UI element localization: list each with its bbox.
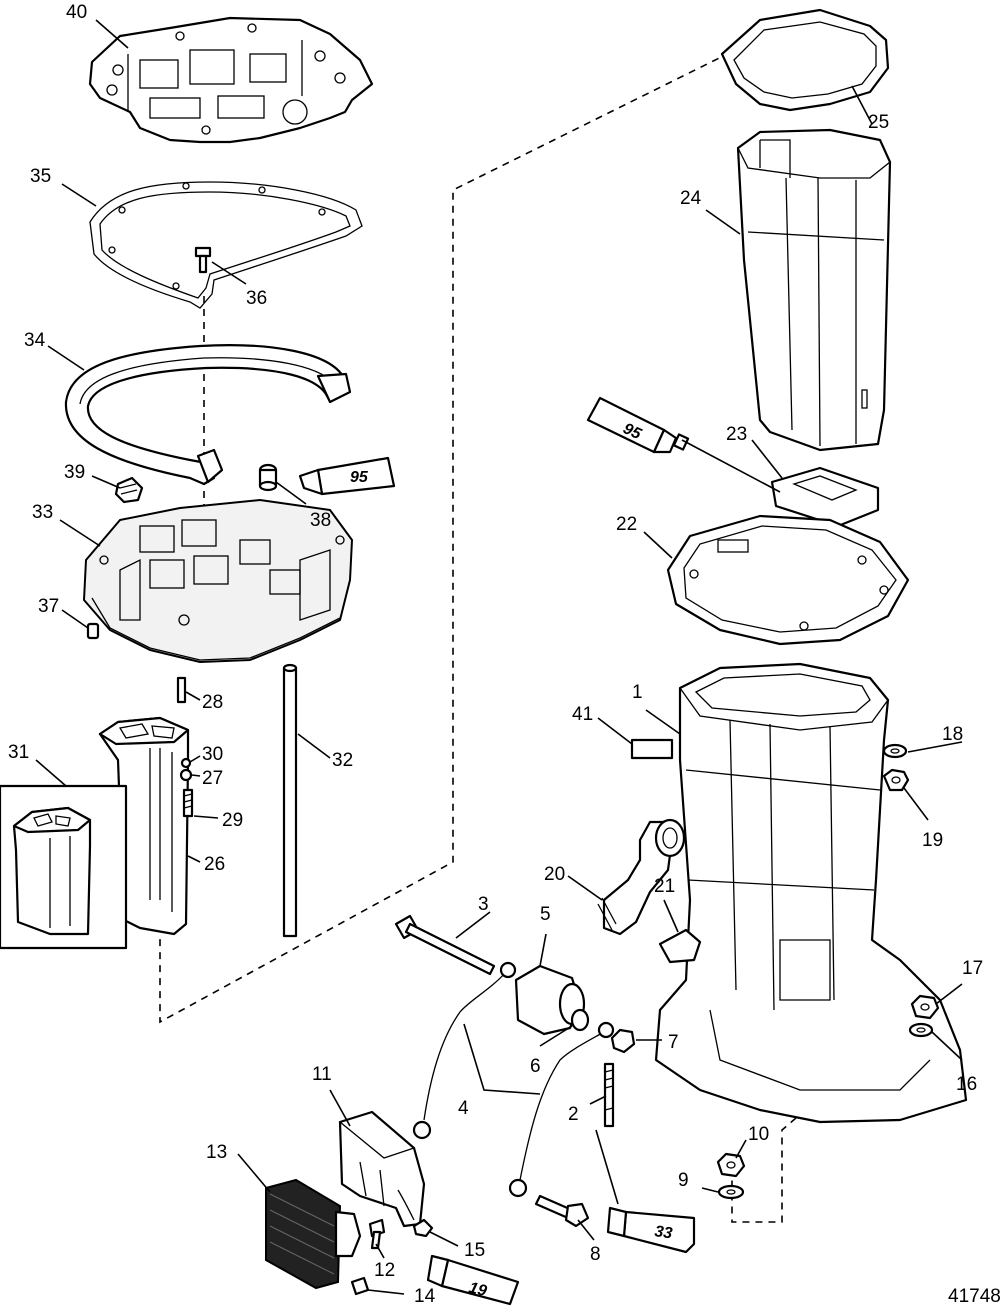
callout-27: 27 (202, 768, 223, 789)
pin-28 (176, 676, 187, 704)
nut-10 (716, 1152, 746, 1178)
callout-41: 41 (572, 704, 593, 725)
tube-label-33: 33 (653, 1223, 673, 1242)
callout-32: 32 (332, 750, 353, 771)
grommet-23 (770, 466, 880, 528)
seal-ring (89, 181, 363, 309)
callout-labels: 40 35 36 34 39 38 33 37 28 30 27 29 26 3… (8, 2, 983, 1307)
tube-label-19: 19 (467, 1279, 488, 1300)
sealant-tube-95-left: 95 (298, 456, 396, 496)
callout-11: 11 (312, 1064, 332, 1085)
stud-2 (603, 1062, 615, 1128)
nut-19 (882, 768, 910, 792)
callout-4: 4 (458, 1098, 469, 1119)
callout-7: 7 (668, 1032, 679, 1053)
screw-36 (194, 246, 212, 274)
callout-39: 39 (64, 462, 85, 483)
nut-27 (179, 768, 193, 782)
nut-15 (412, 1218, 434, 1238)
callout-8: 8 (590, 1244, 601, 1265)
sealant-tube-33: 33 (606, 1206, 696, 1254)
screw-14 (350, 1276, 370, 1296)
callout-3: 3 (478, 894, 489, 915)
callout-15: 15 (464, 1240, 485, 1261)
driveshaft-housing-1 (654, 662, 968, 1124)
plug-21 (658, 928, 702, 964)
water-tube-32 (282, 663, 298, 938)
callout-2: 2 (568, 1104, 579, 1125)
callout-1: 1 (632, 682, 643, 703)
callout-22: 22 (616, 514, 637, 535)
top-seal-25 (720, 8, 890, 112)
sealant-tube-19: 19 (426, 1254, 520, 1306)
callout-28: 28 (202, 692, 223, 713)
nut-7 (610, 1028, 636, 1054)
callout-26: 26 (204, 854, 225, 875)
callout-14: 14 (414, 1286, 436, 1307)
nut-17 (910, 994, 940, 1020)
bolt-29 (182, 788, 194, 818)
pin-37 (86, 622, 100, 640)
tube-label-95-right: 95 (620, 420, 644, 443)
callout-34: 34 (24, 330, 46, 351)
callout-13: 13 (206, 1142, 227, 1163)
callout-40: 40 (66, 2, 87, 23)
callout-6: 6 (530, 1056, 541, 1077)
gasket-22 (666, 514, 910, 646)
screw-12 (368, 1218, 386, 1250)
callout-30: 30 (202, 744, 223, 765)
callout-31: 31 (8, 742, 29, 763)
callout-17: 17 (962, 958, 983, 979)
tube-label-95-left: 95 (350, 469, 369, 486)
callout-12: 12 (374, 1260, 395, 1281)
callout-23: 23 (726, 424, 747, 445)
washer-6 (570, 1008, 590, 1032)
callout-35: 35 (30, 166, 51, 187)
bracket-11 (338, 1110, 426, 1228)
sealant-tube-95-right: 95 (586, 396, 690, 454)
washer-30 (180, 757, 192, 769)
exhaust-housing-24 (736, 128, 892, 452)
inset-box-31 (0, 784, 128, 950)
gasket-plate (88, 16, 374, 144)
callout-9: 9 (678, 1170, 689, 1191)
water-tube-20 (597, 818, 686, 936)
callout-19: 19 (922, 830, 943, 851)
washer-16 (908, 1022, 934, 1038)
callout-25: 25 (868, 112, 889, 133)
callout-38: 38 (310, 510, 331, 531)
callout-20: 20 (544, 864, 565, 885)
callout-33: 33 (32, 502, 53, 523)
callout-16: 16 (956, 1074, 977, 1095)
washer-18 (882, 743, 908, 759)
ground-strap-4 (412, 961, 615, 1198)
callout-18: 18 (942, 724, 963, 745)
bolt-3 (394, 914, 496, 976)
anode-plate-13 (265, 1178, 362, 1290)
figure-id: 41748 (948, 1286, 1000, 1307)
callout-29: 29 (222, 810, 243, 831)
dowel-38 (258, 463, 278, 492)
washer-9 (717, 1184, 745, 1200)
callout-24: 24 (680, 188, 702, 209)
callout-5: 5 (540, 904, 551, 925)
callout-36: 36 (246, 288, 267, 309)
bolt-8 (534, 1194, 590, 1228)
rubber-seal-loop (64, 344, 352, 486)
plug-39 (114, 476, 144, 504)
adapter-plate (83, 499, 353, 663)
leader-lines (35, 19, 963, 1295)
callout-21: 21 (654, 876, 675, 897)
callout-37: 37 (38, 596, 59, 617)
decal-41 (630, 738, 674, 760)
callout-10: 10 (748, 1124, 769, 1145)
